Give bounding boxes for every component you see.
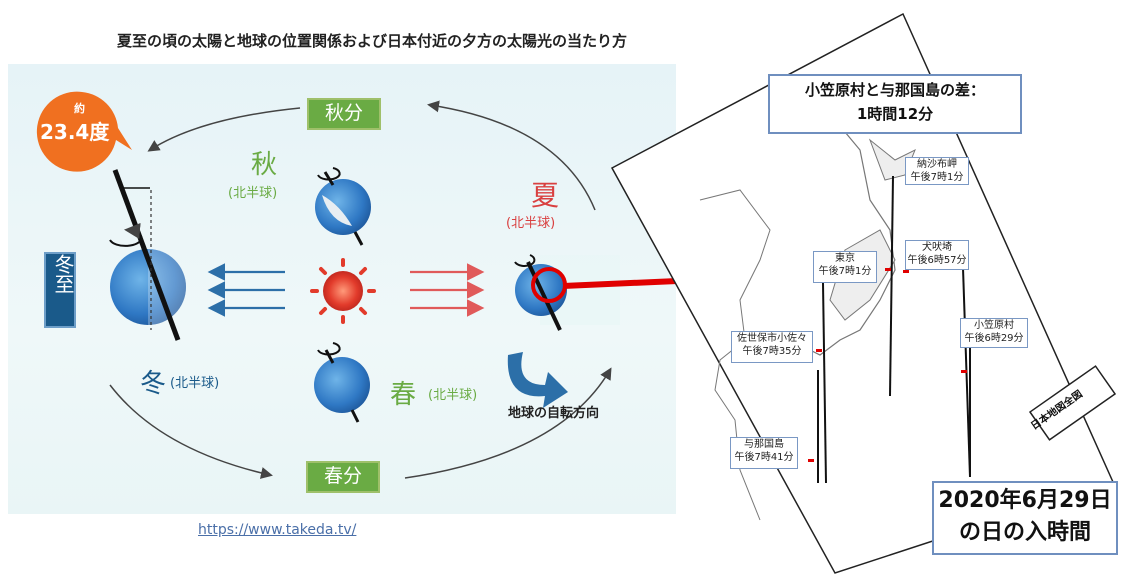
- sunlight-arrows-summer: [410, 263, 485, 317]
- sunset-place: 犬吠埼: [922, 242, 952, 253]
- sunset-place: 納沙布岬: [917, 159, 957, 170]
- sunset-time: 午後7時1分: [910, 172, 964, 183]
- orbit-arrow-bottom-left: [109, 384, 273, 479]
- winter-earth: [109, 169, 186, 341]
- winter-hemisphere-label: (北半球): [170, 376, 220, 391]
- autumn-equinox-label: 秋分: [324, 102, 363, 124]
- sunset-note-nosappu: 納沙布岬 午後7時1分: [905, 157, 969, 185]
- sunlight-arrows-winter: [207, 263, 285, 317]
- orbit-arrow-bottom-right: [404, 367, 612, 479]
- sunset-note-yonaguni: 与那国島 午後7時41分: [730, 437, 798, 469]
- winter-solstice-tag: 冬至: [44, 252, 76, 328]
- spring-label: 春: [390, 380, 417, 410]
- autumn-earth: [315, 167, 371, 246]
- sunset-place: 東京: [835, 253, 855, 264]
- sunset-note-tokyo: 東京 午後7時1分: [813, 251, 877, 283]
- sunset-place: 佐世保市小佐々: [737, 333, 807, 344]
- sunset-time: 午後6時57分: [907, 255, 967, 266]
- sunset-note-ogasawara: 小笠原村 午後6時29分: [960, 318, 1028, 348]
- figure-title: 夏至の頃の太陽と地球の位置関係および日本付近の夕方の太陽光の当たり方: [116, 32, 627, 50]
- orbit-arrow-top-left: [147, 107, 301, 152]
- winter-solstice-label: 冬至: [51, 254, 75, 294]
- source-url-link[interactable]: https://www.takeda.tv/: [198, 522, 357, 538]
- rotation-direction-arrow: [507, 352, 568, 408]
- spring-earth: [314, 342, 370, 423]
- date-line2: の日の入時間: [958, 520, 1091, 545]
- sunset-place: 与那国島: [744, 439, 784, 450]
- summer-hemisphere-label: (北半球): [506, 216, 556, 231]
- sun: [310, 258, 376, 324]
- difference-line1: 小笠原村と与那国島の差：: [804, 81, 985, 99]
- autumn-label: 秋: [251, 150, 278, 180]
- tilt-value: 23.4度: [40, 120, 110, 144]
- winter-label: 冬: [140, 369, 167, 399]
- orbit-arrow-top-right: [427, 100, 596, 211]
- sunset-place: 小笠原村: [974, 320, 1014, 331]
- difference-box: 小笠原村と与那国島の差： 1時間12分: [768, 74, 1022, 134]
- tilt-prefix: 約: [74, 102, 85, 115]
- date-box: 2020年6月29日 の日の入時間: [932, 481, 1118, 555]
- summer-label: 夏: [531, 179, 560, 212]
- sunset-time: 午後7時1分: [818, 266, 872, 277]
- sunset-time: 午後7時41分: [734, 452, 794, 463]
- spring-equinox-label: 春分: [323, 465, 362, 487]
- sunset-note-inubosaki: 犬吠埼 午後6時57分: [905, 240, 969, 270]
- sunset-time: 午後7時35分: [742, 346, 802, 357]
- autumn-hemisphere-label: (北半球): [228, 186, 278, 201]
- spring-hemisphere-label: (北半球): [428, 388, 478, 403]
- sunset-note-sasebo: 佐世保市小佐々 午後7時35分: [731, 331, 813, 363]
- rotation-direction-label: 地球の自転方向: [508, 406, 600, 421]
- summer-earth: [514, 254, 620, 331]
- map-legend-frame: [1028, 365, 1117, 441]
- sunset-time: 午後6時29分: [964, 333, 1024, 344]
- difference-line2: 1時間12分: [856, 105, 934, 123]
- spring-equinox-tag: 春分: [306, 461, 380, 493]
- autumn-equinox-tag: 秋分: [307, 98, 381, 130]
- date-line1: 2020年6月29日: [938, 488, 1112, 513]
- tilt-angle-badge: [36, 91, 132, 172]
